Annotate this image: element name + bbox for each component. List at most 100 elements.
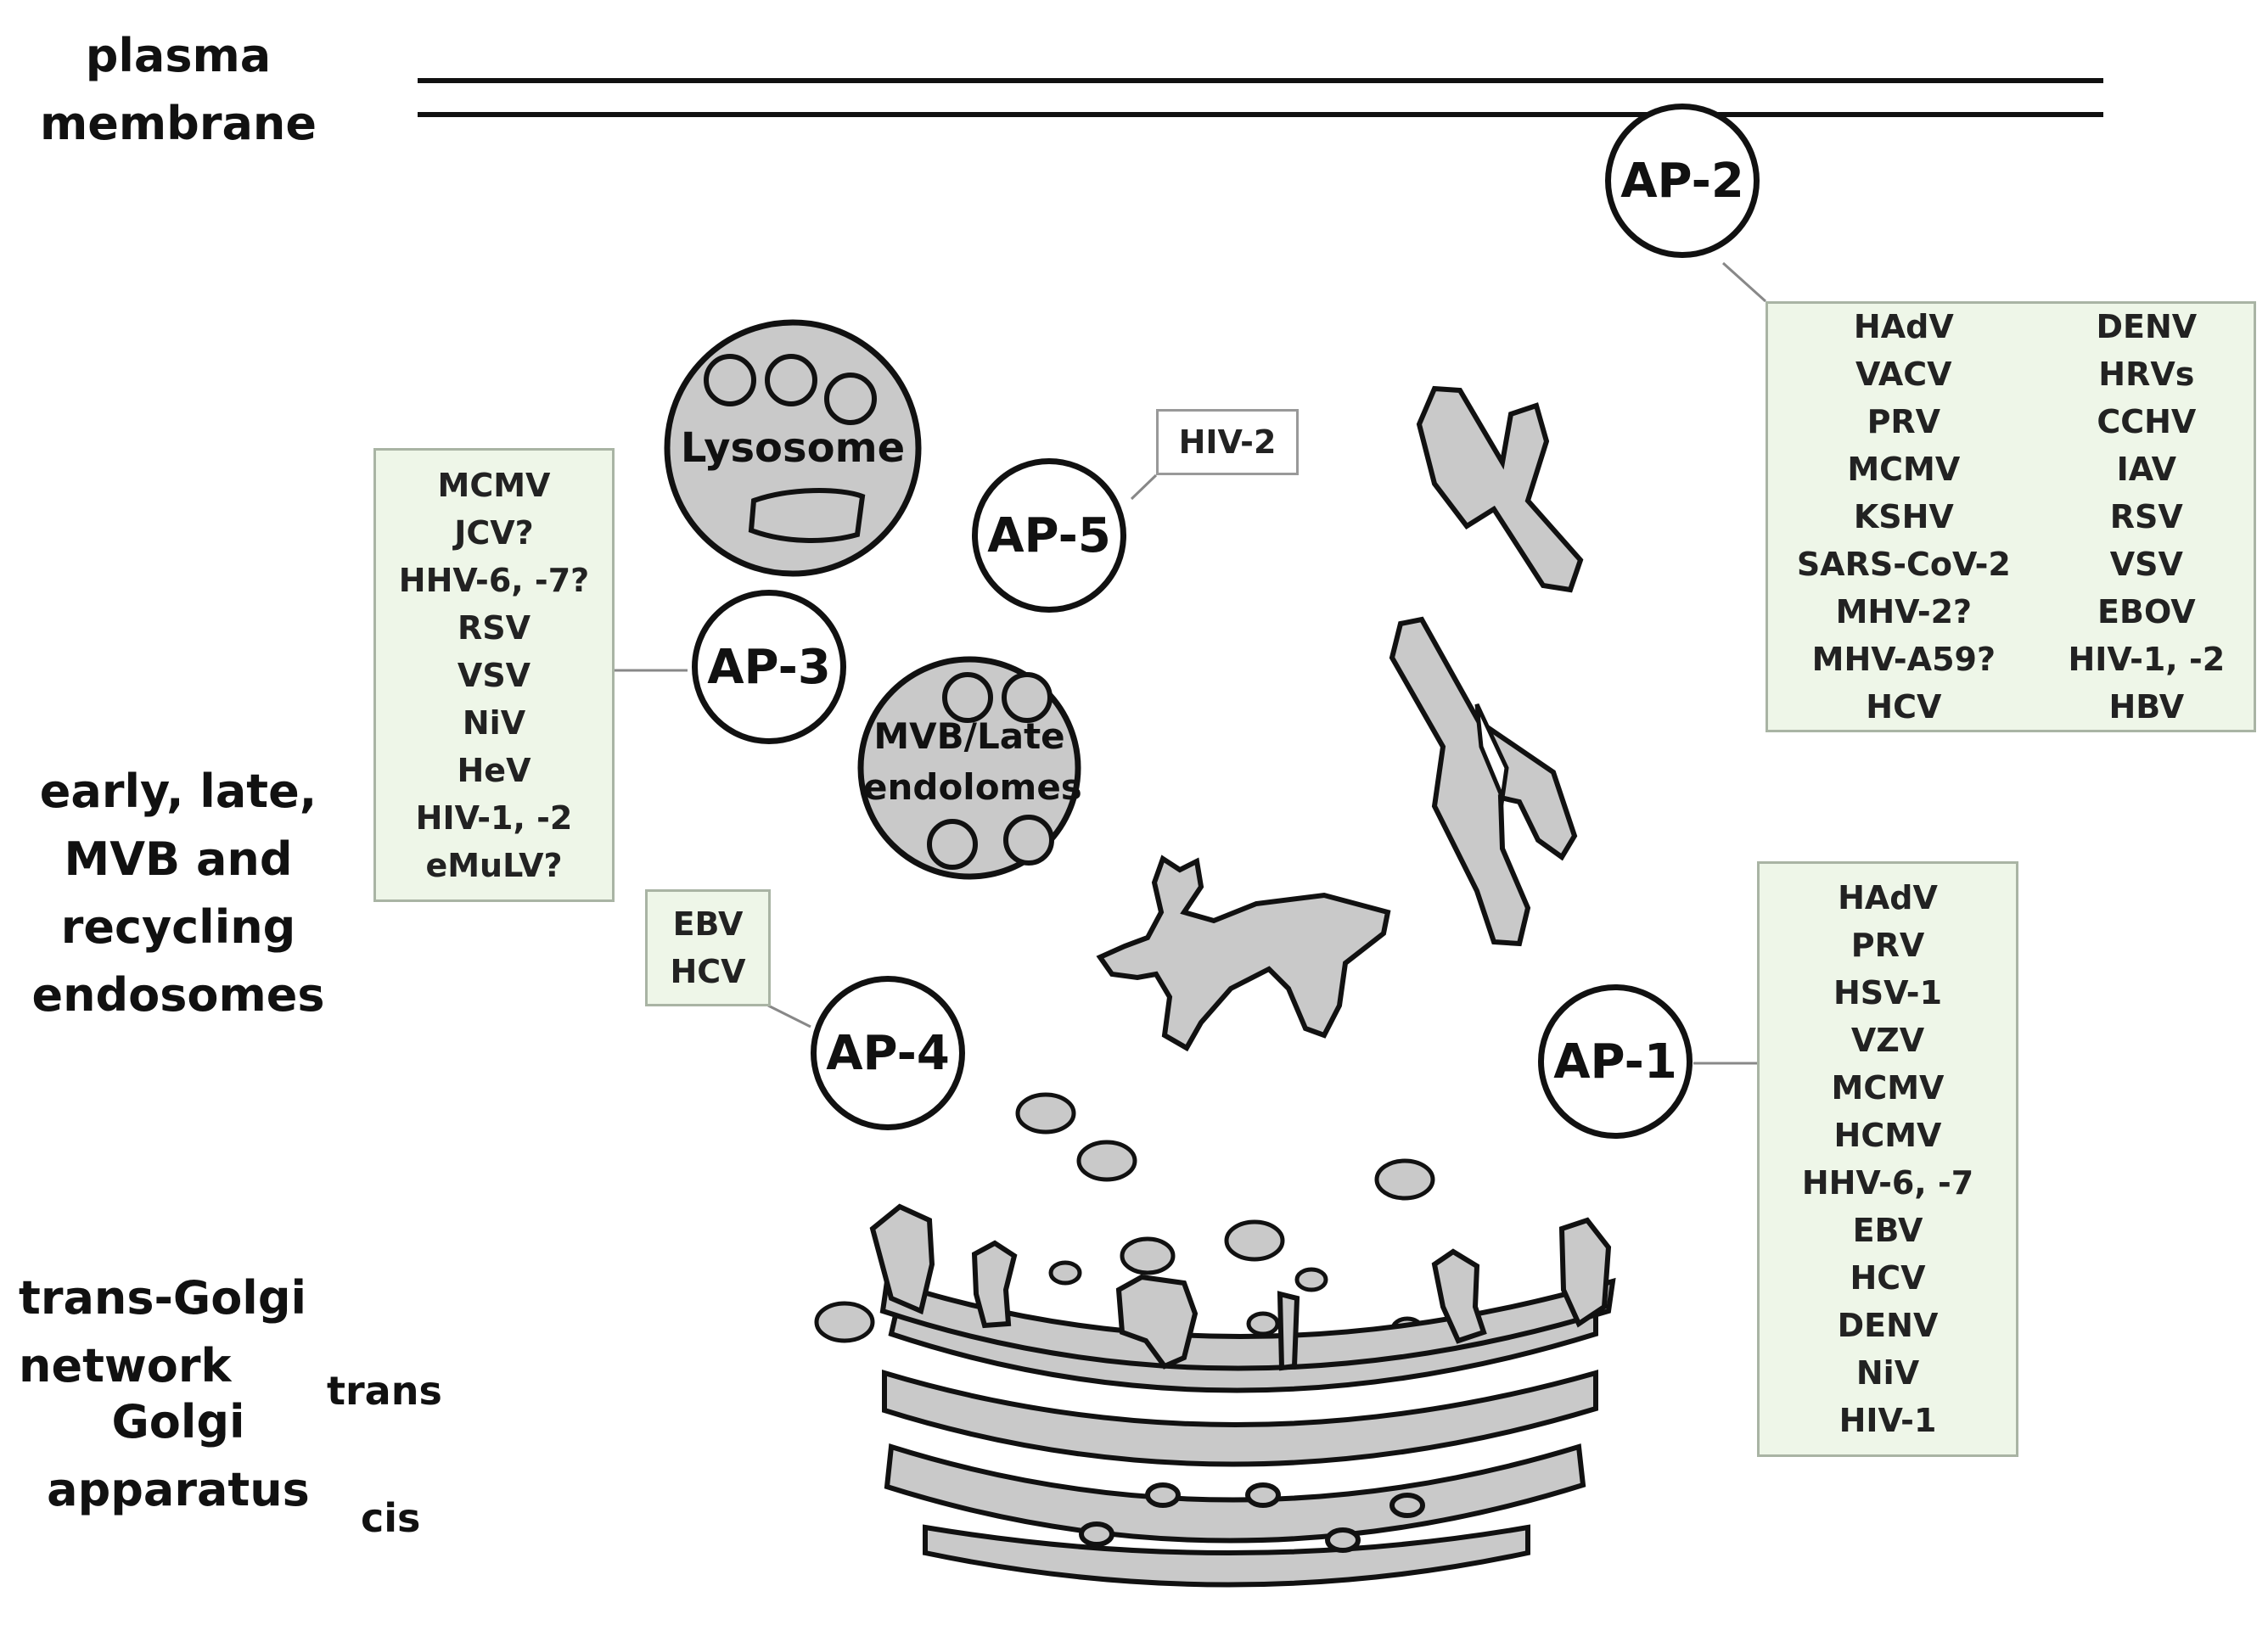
label-line: MVB and xyxy=(64,832,293,886)
virus-item: SARS-CoV-2 xyxy=(1796,546,2011,583)
ap3-complex: AP-3 xyxy=(692,590,846,744)
recycling-endosome-upper xyxy=(1416,385,1584,593)
virus-item: VACV xyxy=(1855,356,1952,393)
label-line: early, late, xyxy=(39,765,317,818)
recycling-endosome-lower xyxy=(1389,616,1578,947)
golgi-vesicle xyxy=(1389,1493,1425,1518)
virus-item: HIV-2 xyxy=(1178,423,1277,461)
tgn-tubule xyxy=(869,1203,935,1315)
ap2-virus-column-right: DENV HRVs CCHV IAV RSV VSV EBOV HIV-1, -… xyxy=(2068,303,2225,731)
golgi-stack xyxy=(869,1203,1616,1588)
tgn-tubule xyxy=(1277,1291,1300,1371)
ap4-virus-box: EBV HCV xyxy=(645,889,771,1006)
label-line: recycling xyxy=(60,900,296,954)
virus-item: HHV-6, -7 xyxy=(1801,1164,1974,1202)
ap5-complex: AP-5 xyxy=(972,458,1126,613)
virus-item: HCV xyxy=(1866,688,1942,726)
virus-item: EBV xyxy=(1852,1212,1923,1249)
virus-item: HHV-6, -7? xyxy=(398,561,590,599)
ap5-connector xyxy=(1130,473,1158,501)
ap4-complex: AP-4 xyxy=(811,976,965,1130)
golgi-vesicle xyxy=(1245,1482,1281,1508)
virus-item: HBV xyxy=(2108,688,2185,726)
ap5-virus-box: HIV-2 xyxy=(1156,409,1299,475)
virus-item: eMuLV? xyxy=(425,846,563,884)
virus-item: MCMV xyxy=(1831,1069,1945,1107)
ap1-virus-box: HAdV PRV HSV-1 VZV MCMV HCMV HHV-6, -7 E… xyxy=(1757,861,2018,1457)
ap2-virus-column-left: HAdV VACV PRV MCMV KSHV SARS-CoV-2 MHV-2… xyxy=(1797,303,2011,731)
golgi-label: Golgi apparatus xyxy=(34,1388,323,1524)
virus-item: HAdV xyxy=(1838,879,1938,916)
label-line: MVB/Late xyxy=(873,715,1065,757)
label-line: membrane xyxy=(40,97,317,150)
virus-item: HCV xyxy=(670,953,746,990)
vesicle xyxy=(1120,1236,1176,1275)
tgn-label: trans-Golgi network xyxy=(19,1271,306,1392)
golgi-vesicle xyxy=(1079,1521,1114,1547)
early-endosome-star xyxy=(1096,855,1391,1052)
ap2-complex: AP-2 xyxy=(1605,104,1760,258)
ap2-virus-box: HAdV VACV PRV MCMV KSHV SARS-CoV-2 MHV-2… xyxy=(1766,301,2256,732)
virus-item: CCHV xyxy=(2097,403,2197,440)
tgn-tubule xyxy=(971,1240,1018,1329)
virus-item: RSV xyxy=(457,608,531,647)
virus-item: MCMV xyxy=(437,466,551,504)
virus-item: HRVs xyxy=(2098,356,2195,393)
endosomes-label: early, late, MVB and recycling endosomes xyxy=(17,758,340,1029)
tgn-tubule xyxy=(1558,1217,1612,1328)
virus-item: DENV xyxy=(1837,1307,1939,1344)
ap2-connector xyxy=(1721,261,1767,303)
virus-item: IAV xyxy=(2116,451,2177,488)
virus-item: VZV xyxy=(1850,1022,1925,1059)
mvb-label: MVB/Late endolomes xyxy=(863,711,1082,813)
virus-item: HAdV xyxy=(1853,308,1954,345)
virus-item: KSHV xyxy=(1853,498,1954,535)
virus-item: HSV-1 xyxy=(1833,974,1943,1011)
tgn-tubule xyxy=(1431,1248,1487,1344)
virus-item: HIV-1, -2 xyxy=(2068,641,2226,678)
ap3-virus-box: MCMV JCV? HHV-6, -7? RSV VSV NiV HeV HIV… xyxy=(373,448,615,902)
label-line: Golgi xyxy=(111,1395,245,1448)
virus-item: PRV xyxy=(1850,927,1925,964)
virus-item: HCMV xyxy=(1833,1117,1942,1154)
label-line: plasma xyxy=(85,29,272,82)
vesicle xyxy=(1224,1219,1285,1262)
virus-item: VSV xyxy=(2109,546,2183,583)
virus-item: MHV-2? xyxy=(1835,593,1973,630)
label-line: endolomes xyxy=(863,766,1082,808)
virus-item: EBV xyxy=(672,905,744,943)
virus-item: HIV-1 xyxy=(1839,1402,1937,1439)
ap1-complex: AP-1 xyxy=(1538,984,1693,1139)
golgi-vesicle xyxy=(1145,1482,1181,1508)
label-line: apparatus xyxy=(47,1463,310,1516)
virus-item: NiV xyxy=(1855,1354,1920,1392)
label-line: endosomes xyxy=(31,968,325,1022)
golgi-cisterna-3 xyxy=(882,1369,1598,1467)
lysosome xyxy=(664,319,922,577)
ap4-connector xyxy=(767,1004,811,1028)
trans-label: trans xyxy=(327,1368,442,1414)
virus-item: NiV xyxy=(462,703,526,742)
virus-item: MHV-A59? xyxy=(1811,641,1996,678)
virus-item: HIV-1, -2 xyxy=(415,798,573,837)
virus-item: HeV xyxy=(457,751,531,789)
vesicle xyxy=(1374,1158,1435,1201)
golgi-vesicle xyxy=(1325,1527,1361,1553)
recycling-endosome-core xyxy=(1474,703,1509,806)
vesicle xyxy=(1048,1260,1082,1286)
cis-label: cis xyxy=(361,1495,421,1541)
virus-item: HCV xyxy=(1850,1259,1926,1297)
golgi-cisterna-cis xyxy=(923,1524,1530,1588)
lysosome-label: Lysosome xyxy=(680,424,906,472)
plasma-membrane-label: plasma membrane xyxy=(34,22,323,158)
vesicle xyxy=(814,1301,875,1343)
virus-item: MCMV xyxy=(1847,451,1961,488)
vesicle xyxy=(1246,1311,1280,1336)
mvb-late-endosome xyxy=(857,656,1081,880)
virus-item: VSV xyxy=(457,656,531,694)
vesicle xyxy=(1294,1267,1328,1292)
tgn-tubule xyxy=(1115,1274,1199,1370)
virus-item: JCV? xyxy=(454,513,534,552)
virus-item: PRV xyxy=(1867,403,1941,440)
